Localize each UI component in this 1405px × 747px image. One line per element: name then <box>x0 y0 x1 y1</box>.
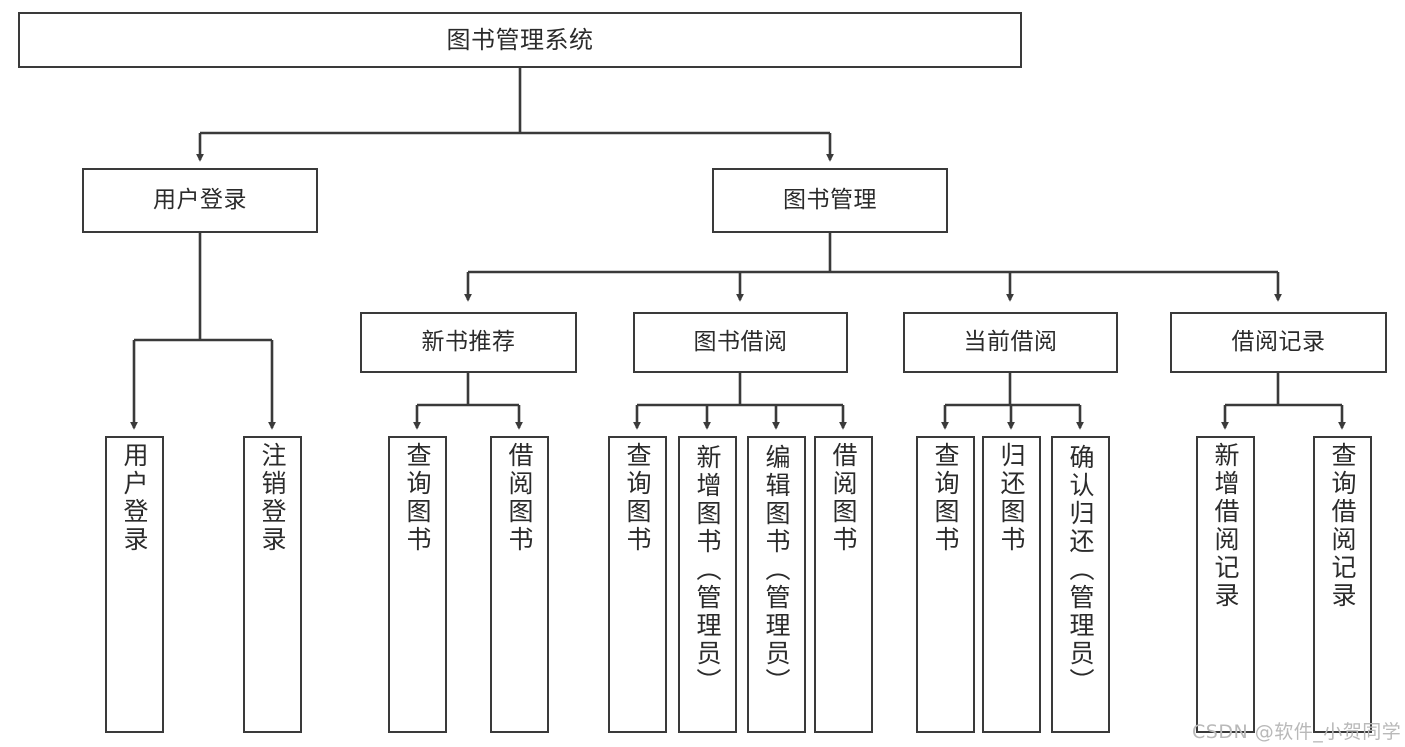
node-label: 新增借阅记录 <box>1211 442 1240 610</box>
node-leaf-edit-book-admin[interactable]: 编辑图书（管理员） <box>747 436 806 733</box>
node-leaf-query-book-recommend[interactable]: 查询图书 <box>388 436 447 733</box>
node-leaf-add-borrow-record[interactable]: 新增借阅记录 <box>1196 436 1255 733</box>
node-label: 借阅图书 <box>829 442 858 554</box>
node-label: 用户登录 <box>153 186 247 213</box>
node-new-book-recommend[interactable]: 新书推荐 <box>360 312 577 373</box>
node-label: 当前借阅 <box>963 328 1058 355</box>
node-leaf-add-book-admin[interactable]: 新增图书（管理员） <box>678 436 737 733</box>
node-user-login[interactable]: 用户登录 <box>82 168 318 233</box>
node-label: 查询图书 <box>931 442 960 554</box>
node-label: 编辑图书（管理员） <box>762 444 791 696</box>
node-book-borrow[interactable]: 图书借阅 <box>633 312 848 373</box>
node-label: 注销登录 <box>258 442 287 554</box>
node-leaf-borrow-book[interactable]: 借阅图书 <box>814 436 873 733</box>
node-label: 图书管理系统 <box>446 25 594 54</box>
node-leaf-user-logout[interactable]: 注销登录 <box>243 436 302 733</box>
node-label: 用户登录 <box>120 442 149 554</box>
node-label: 新增图书（管理员） <box>693 444 722 696</box>
node-leaf-query-book-current[interactable]: 查询图书 <box>916 436 975 733</box>
node-borrow-record[interactable]: 借阅记录 <box>1170 312 1387 373</box>
node-leaf-return-book[interactable]: 归还图书 <box>982 436 1041 733</box>
node-root-system[interactable]: 图书管理系统 <box>18 12 1022 68</box>
node-label: 确认归还（管理员） <box>1066 444 1095 696</box>
node-leaf-query-book-borrow[interactable]: 查询图书 <box>608 436 667 733</box>
node-label: 新书推荐 <box>421 328 516 355</box>
node-leaf-confirm-return-admin[interactable]: 确认归还（管理员） <box>1051 436 1110 733</box>
node-label: 归还图书 <box>997 442 1026 554</box>
node-leaf-query-borrow-record[interactable]: 查询借阅记录 <box>1313 436 1372 733</box>
node-label: 图书管理 <box>783 186 877 213</box>
node-label: 图书借阅 <box>693 328 788 355</box>
node-leaf-borrow-book-recommend[interactable]: 借阅图书 <box>490 436 549 733</box>
node-label: 借阅记录 <box>1231 328 1326 355</box>
node-label: 借阅图书 <box>505 442 534 554</box>
node-current-borrow[interactable]: 当前借阅 <box>903 312 1118 373</box>
watermark: CSDN @软件_小贺同学 <box>1192 721 1402 743</box>
node-book-management[interactable]: 图书管理 <box>712 168 948 233</box>
node-leaf-user-login[interactable]: 用户登录 <box>105 436 164 733</box>
node-label: 查询借阅记录 <box>1328 442 1357 610</box>
node-label: 查询图书 <box>403 442 432 554</box>
node-label: 查询图书 <box>623 442 652 554</box>
